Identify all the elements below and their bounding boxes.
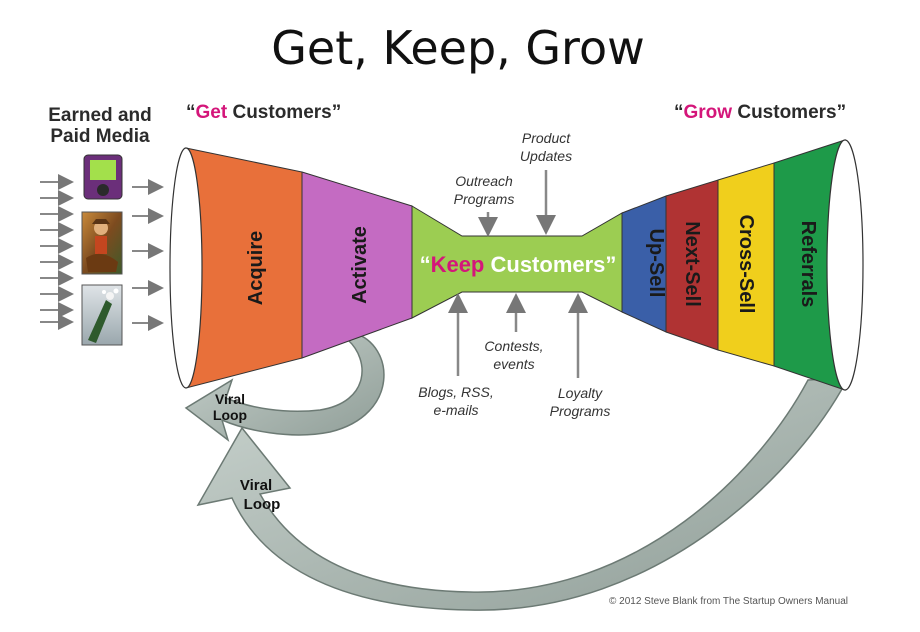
copyright-notice: © 2012 Steve Blank from The Startup Owne… — [609, 596, 848, 607]
media-label-line1: Earned and — [48, 105, 151, 126]
cowboy-photo-icon — [81, 211, 123, 275]
media-label-line2: Paid Media — [50, 126, 150, 147]
get-customers-heading: “Get Customers” — [186, 102, 341, 123]
blogs-note-line1: Blogs, RSS, — [418, 384, 493, 400]
outreach-note-line1: Outreach — [455, 173, 513, 189]
viral-loop-small-line2: Loop — [213, 407, 247, 423]
page-title: Get, Keep, Grow — [271, 21, 644, 75]
keep-input-arrows — [448, 170, 588, 378]
grow-customers-heading: “Grow Customers” — [674, 102, 846, 123]
activate-label: Activate — [349, 226, 371, 304]
product-note-line1: Product — [522, 130, 571, 146]
contests-note-line1: Contests, — [484, 338, 543, 354]
viral-loop-small-arrow — [184, 332, 385, 442]
loyalty-note-line2: Programs — [550, 403, 611, 419]
keep-customers-label: “Keep Customers” — [420, 252, 617, 277]
loyalty-note-line1: Loyalty — [558, 385, 603, 401]
get-accent-word: Get — [196, 102, 228, 123]
keep-quote-open: “ — [420, 252, 431, 277]
right-funnel-mouth — [826, 139, 864, 391]
viral-loop-large-line1: Viral — [240, 477, 272, 494]
blogs-note-line2: e-mails — [433, 402, 478, 418]
crosssell-label: Cross-Sell — [735, 215, 757, 314]
keep-label-rest: Customers” — [484, 252, 616, 277]
incoming-media-arrows — [40, 174, 164, 331]
viral-loop-large-arrow — [196, 377, 850, 611]
mp3-player-icon — [83, 154, 123, 200]
grow-heading-rest: Customers” — [732, 102, 846, 123]
keep-accent-word: Keep — [431, 252, 485, 277]
nextsell-label: Next-Sell — [681, 221, 703, 307]
viral-loop-small-line1: Viral — [215, 391, 245, 407]
left-funnel-mouth — [169, 147, 203, 389]
grow-quote-open: “ — [674, 102, 684, 123]
get-quote-open: “ — [186, 102, 196, 123]
product-note-line2: Updates — [520, 148, 572, 164]
contests-note-line2: events — [493, 356, 534, 372]
referrals-label: Referrals — [797, 221, 819, 308]
outreach-note-line2: Programs — [454, 191, 515, 207]
viral-loop-large-line2: Loop — [244, 496, 281, 513]
get-heading-rest: Customers” — [227, 102, 341, 123]
acquire-segment — [185, 147, 303, 389]
champagne-icon — [81, 284, 123, 346]
upsell-label: Up-Sell — [645, 229, 667, 298]
acquire-label: Acquire — [245, 231, 267, 305]
grow-accent-word: Grow — [684, 102, 733, 123]
